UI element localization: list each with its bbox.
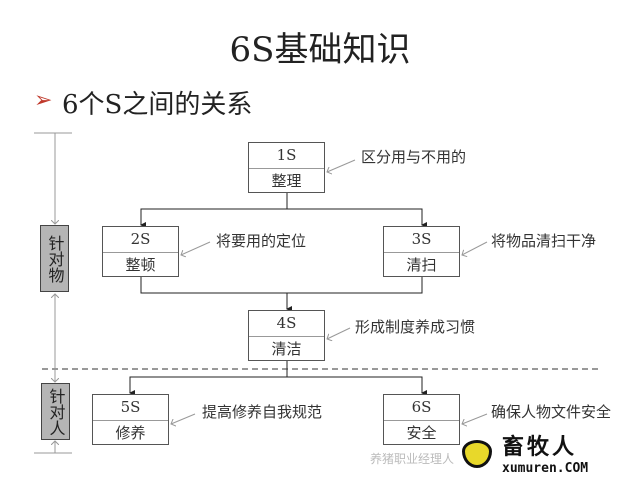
- note-2s: 将要用的定位: [216, 232, 307, 250]
- watermark-site: xumuren.COM: [502, 461, 589, 476]
- note-3s: 将物品清扫干净: [491, 232, 597, 250]
- note-5s: 提高修养自我规范: [202, 403, 323, 421]
- watermark-logo: 养猪职业经理人 畜牧人 xumuren.COM: [370, 435, 632, 477]
- box-code: 2S: [103, 227, 178, 253]
- box-code: 6S: [384, 395, 459, 421]
- note-4s: 形成制度养成习惯: [355, 318, 476, 336]
- arrow-bullet-icon: ➢: [34, 88, 53, 113]
- box-3s: 3S 清扫: [383, 226, 460, 277]
- heart-logo-icon: [462, 440, 492, 468]
- side-label-things: 针对物: [40, 225, 69, 292]
- watermark-brand: 畜牧人: [502, 435, 578, 460]
- box-name: 整理: [271, 172, 302, 190]
- page-title: 6S基础知识: [229, 30, 411, 70]
- box-code: 4S: [249, 311, 324, 337]
- box-5s: 5S 修养: [92, 394, 169, 445]
- note-6s: 确保人物文件安全: [491, 403, 612, 421]
- box-1s: 1S 整理: [248, 142, 325, 193]
- box-name: 修养: [115, 424, 146, 442]
- note-1s: 区分用与不用的: [361, 148, 467, 166]
- box-name: 整顿: [125, 256, 156, 274]
- side-label-people: 针对人: [41, 383, 70, 440]
- box-code: 3S: [384, 227, 459, 253]
- box-code: 1S: [249, 143, 324, 169]
- box-6s: 6S 安全: [383, 394, 460, 445]
- box-name: 清扫: [406, 256, 437, 274]
- box-2s: 2S 整顿: [102, 226, 179, 277]
- box-name: 安全: [406, 424, 437, 442]
- box-4s: 4S 清洁: [248, 310, 325, 361]
- subtitle: 6个S之间的关系: [62, 90, 253, 120]
- watermark-faint: 养猪职业经理人: [370, 452, 455, 466]
- box-name: 清洁: [271, 340, 302, 358]
- box-code: 5S: [93, 395, 168, 421]
